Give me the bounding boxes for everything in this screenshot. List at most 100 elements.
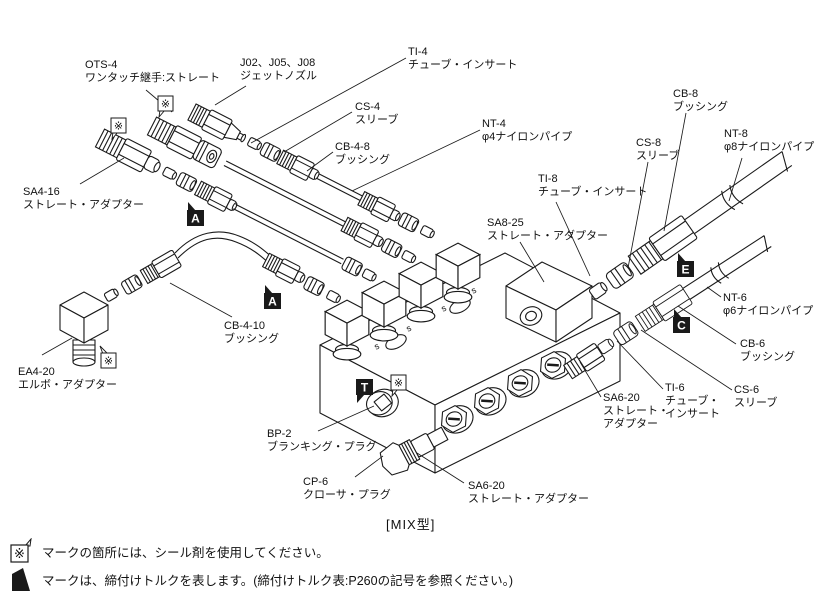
seal-marker-char: ※ [114,121,123,133]
tube-insert [419,224,437,240]
assembly-row-8mm [588,151,793,301]
seal-mark-legend-icon: ※ [10,538,32,563]
leader-line [354,455,384,478]
torque-marker-letter: A [268,295,277,309]
leader-line [79,157,125,185]
leader-line [677,305,737,345]
torque-marker-E: E [677,253,694,277]
leader-line [214,85,247,106]
seal-marker-char: ※ [161,99,170,111]
leader-line [351,129,481,192]
nylon-pipe-nt4 [316,173,363,201]
sleeve [174,171,199,193]
torque-marker-letter: E [681,263,689,277]
torque-marker-A: A [187,202,204,226]
sleeve [340,255,364,278]
cp-6-closer-plug [379,442,410,476]
leader-line [317,405,375,432]
leader-line [41,337,73,356]
manifold-block [319,242,621,476]
bent-pipe [174,231,275,265]
torque-marker-box [673,317,690,333]
seal-marker-box [157,95,174,112]
torque-marker-box [677,261,694,277]
torque-marker-letter: C [677,319,686,333]
leader-line [663,112,687,232]
diagram-caption: [MIX型] [386,517,436,532]
leader-line [555,201,591,277]
torque-marker-box [356,379,373,395]
seal-marker: ※ [390,374,407,398]
bushing-cb-4-8 [275,147,324,186]
torque-marker-tail [265,285,273,294]
leader-line [706,286,722,298]
seal-marker: ※ [157,95,174,119]
torque-marker-tail [357,394,365,403]
port-s-mark: s [469,285,478,296]
assembly-row-jet-nozzle [186,101,437,240]
sleeve [119,273,144,296]
tube-insert [103,287,121,303]
torque-marker-tail [188,202,196,211]
seal-marker: ※ [99,345,117,369]
port-s-mark: s [404,323,413,334]
torque-marker-A: A [264,285,281,309]
seal-marker-char: ※ [394,378,403,390]
seal-marker-box [390,374,407,391]
pipe-break-mark [721,184,744,211]
leader-line [283,111,353,153]
torque-note: マークは、締付けトルクを表します。(締付けトルク表:P260の記号を参照ください… [8,566,513,592]
nylon-pipe-nt8 [684,151,793,235]
sa8-25-straight-adapter [505,261,593,343]
svg-text:※: ※ [14,546,25,561]
port-s-mark: s [439,303,448,314]
torque-marker-letter: T [361,381,369,395]
torque-marker-box [187,210,204,226]
sa6-20-straight-adapter-right [563,343,606,380]
leader-line [627,161,649,269]
seal-note-text: マークの箇所には、シール剤を使用してください。 [42,545,329,560]
leader-line [616,340,664,390]
torque-marker-C: C [673,309,690,333]
bushing [261,250,309,289]
nylon-pipe [223,160,346,227]
torque-note-text: マークは、締付けトルクを表します。(締付けトルク表:P260の記号を参照ください… [42,573,513,588]
leader-line [640,329,733,391]
seal-marker-box [100,352,117,369]
sleeve-cs4 [258,141,283,163]
tube-insert [361,267,379,283]
seal-note: ※ マークの箇所には、シール剤を使用してください。 [8,538,329,564]
leader-line [728,157,743,202]
leader-line [579,361,602,398]
leader-line [250,57,407,144]
assembly-elbow [59,231,343,367]
leader-line [416,452,465,484]
bp-2-blanking-plug [365,388,399,418]
torque-marker-box [264,293,281,309]
tube-insert [400,249,418,265]
bushing-cb-4-10 [139,249,182,285]
bushing [356,189,405,227]
torque-marker-T: T [356,379,373,403]
tube-insert-ti4 [246,136,264,152]
torque-mark-legend-icon [12,568,30,591]
assembly-row-ots-4 [146,114,418,265]
